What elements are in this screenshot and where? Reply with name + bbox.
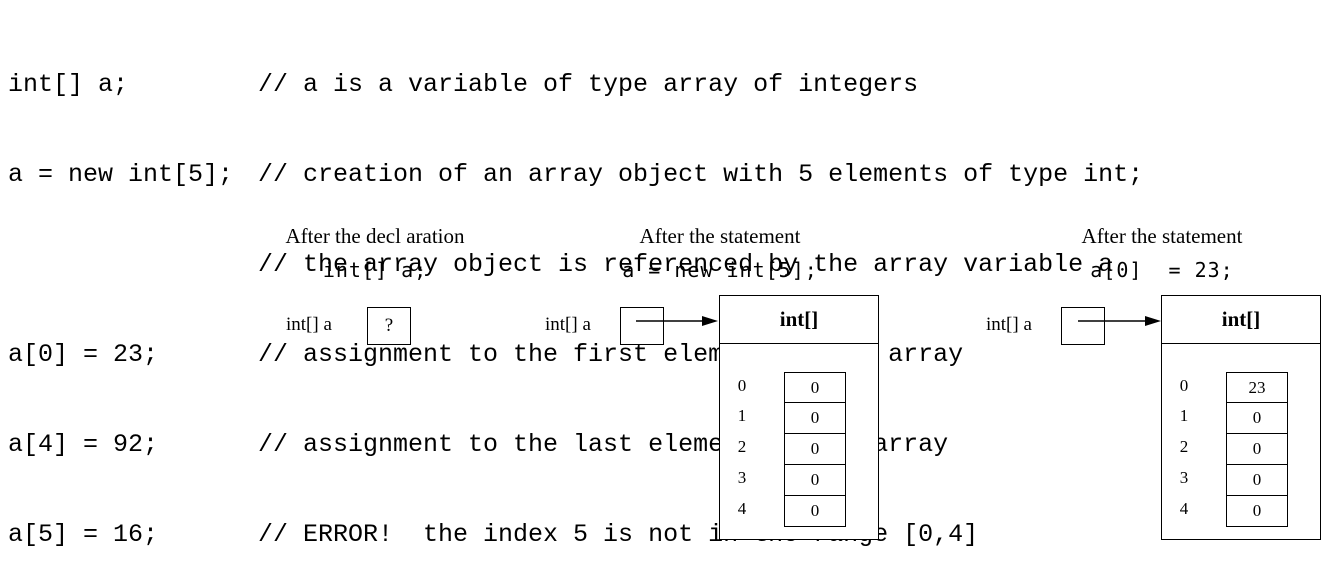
panel-2-var-box	[620, 307, 664, 345]
panel-2-caption: After the statement	[639, 224, 801, 248]
code-statement: a[5] = 16;	[8, 520, 159, 549]
panel-3-caption: After the statement	[1081, 224, 1243, 248]
panel-3-index: 4	[1179, 499, 1189, 518]
panel-3-element-cell: 0	[1226, 464, 1288, 496]
panel-3-array-object: int[] 0 1 2 3 4 23 0 0 0 0	[1161, 295, 1321, 540]
panel-3-index: 0	[1179, 376, 1189, 395]
code-statement: a[0] = 23;	[8, 340, 159, 369]
panel-2-element-cell: 0	[784, 495, 846, 527]
panel-3-array-type: int[]	[1162, 296, 1320, 344]
panel-3-index: 3	[1179, 468, 1189, 487]
panel-3-reference-arrow	[1078, 316, 1161, 326]
panel-1-var-label: int[] a	[286, 314, 332, 335]
panel-1-var-box: ?	[367, 307, 411, 345]
panel-2-index: 4	[737, 499, 747, 518]
panel-2-index: 2	[737, 437, 747, 456]
panel-2-reference-arrow	[636, 316, 718, 326]
code-statement: a[4] = 92;	[8, 430, 159, 459]
code-line: // the array object is referenced by the…	[8, 250, 1143, 280]
panel-3-index: 1	[1179, 406, 1189, 425]
panel-3-element-cell: 0	[1226, 495, 1288, 527]
panel-1-statement: int[] a;	[322, 258, 428, 282]
panel-2-index: 1	[737, 406, 747, 425]
panel-3-element-cell: 0	[1226, 402, 1288, 434]
code-line: a = new int[5]; // creation of an array o…	[8, 160, 1143, 190]
panel-2-array-object: int[] 0 1 2 3 4 0 0 0 0 0	[719, 295, 879, 540]
panel-2-statement: a = new int[5];	[622, 258, 818, 282]
panel-3-var-label: int[] a	[986, 314, 1032, 335]
panel-2-var-label: int[] a	[545, 314, 591, 335]
code-line: int[] a; // a is a variable of type array…	[8, 70, 1143, 100]
code-comment: // the array object is referenced by the…	[258, 250, 1114, 279]
panel-3-index: 2	[1179, 437, 1189, 456]
code-statement: int[] a;	[8, 70, 129, 99]
panel-3-element-cell: 23	[1226, 372, 1288, 403]
code-statement: a = new int[5];	[8, 160, 234, 189]
code-comment: // creation of an array object with 5 el…	[258, 160, 1144, 189]
code-comment: // a is a variable of type array of inte…	[258, 70, 919, 99]
panel-3-statement: a[0] = 23;	[1090, 258, 1234, 282]
panel-2-index: 3	[737, 468, 747, 487]
panel-3-element-cell: 0	[1226, 433, 1288, 465]
panel-2-array-type: int[]	[720, 296, 878, 344]
panel-3-var-box	[1061, 307, 1105, 345]
panel-2-index: 0	[737, 376, 747, 395]
panel-1-var-value: ?	[384, 315, 394, 336]
panel-1-caption: After the decl aration	[285, 224, 465, 248]
